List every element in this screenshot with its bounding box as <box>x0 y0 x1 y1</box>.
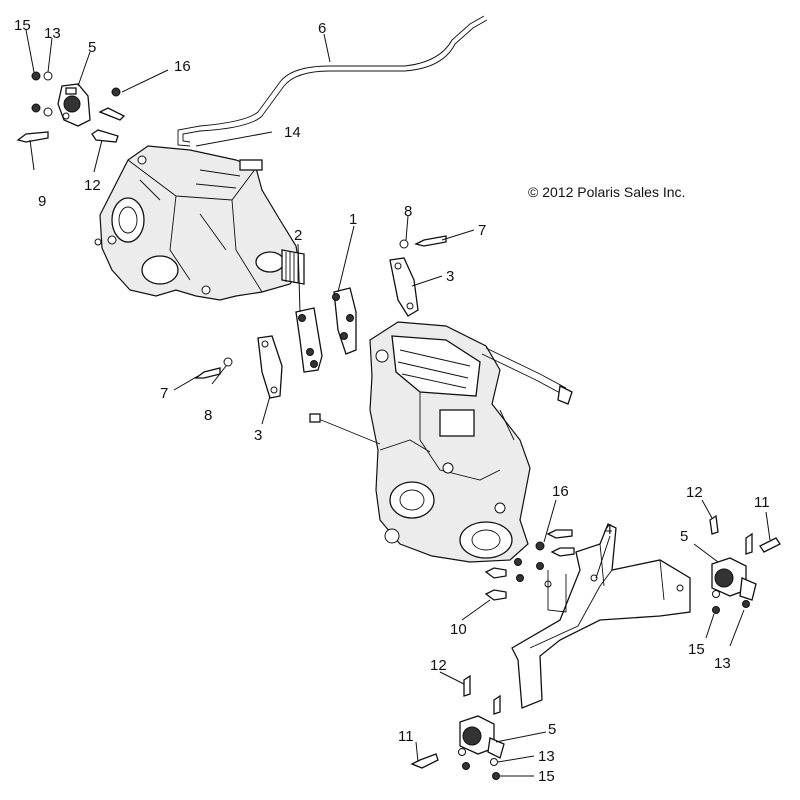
callout-14: 14 <box>284 124 301 141</box>
callout-13: 13 <box>714 655 731 672</box>
fasteners <box>16 71 781 780</box>
engine-mount-5-upper <box>57 83 91 127</box>
callout-16: 16 <box>552 483 569 500</box>
callout-12: 12 <box>84 177 101 194</box>
callout-1: 1 <box>349 211 357 228</box>
callout-9: 9 <box>38 193 46 210</box>
leader-lines <box>25 29 771 777</box>
callout-8: 8 <box>204 407 212 424</box>
engine-mount-5-right <box>711 557 757 601</box>
callout-5: 5 <box>548 721 556 738</box>
callout-7: 7 <box>160 385 168 402</box>
callout-8: 8 <box>404 203 412 220</box>
engine-mount-5-lower <box>459 715 505 759</box>
callout-15: 15 <box>688 641 705 658</box>
callout-3: 3 <box>446 268 454 285</box>
copyright-text: © 2012 Polaris Sales Inc. <box>528 184 685 200</box>
callout-15: 15 <box>14 17 31 34</box>
callout-2: 2 <box>294 227 302 244</box>
callout-5: 5 <box>88 39 96 56</box>
mount-plate-3-lower <box>257 335 283 399</box>
shift-cable <box>177 15 488 147</box>
callout-10: 10 <box>450 621 467 638</box>
mount-plate-2 <box>295 307 323 373</box>
callout-numbers: 15 13 5 16 9 12 6 14 1 2 8 7 3 7 8 3 4 1… <box>14 17 770 785</box>
callout-6: 6 <box>318 20 326 37</box>
frame-brace <box>511 523 691 709</box>
callout-12: 12 <box>430 657 447 674</box>
callout-3: 3 <box>254 427 262 444</box>
callout-15: 15 <box>538 768 555 785</box>
callout-4: 4 <box>604 521 612 538</box>
callout-11: 11 <box>398 728 414 745</box>
transmission-assembly <box>94 145 305 301</box>
callout-13: 13 <box>538 748 555 765</box>
mount-plate-1 <box>332 287 357 355</box>
callout-12: 12 <box>686 484 703 501</box>
callout-5: 5 <box>680 528 688 545</box>
callout-16: 16 <box>174 58 191 75</box>
callout-11: 11 <box>754 494 770 511</box>
mount-plate-3-upper <box>389 257 419 317</box>
callout-13: 13 <box>44 25 61 42</box>
engine-assembly <box>309 321 573 563</box>
callout-7: 7 <box>478 222 486 239</box>
